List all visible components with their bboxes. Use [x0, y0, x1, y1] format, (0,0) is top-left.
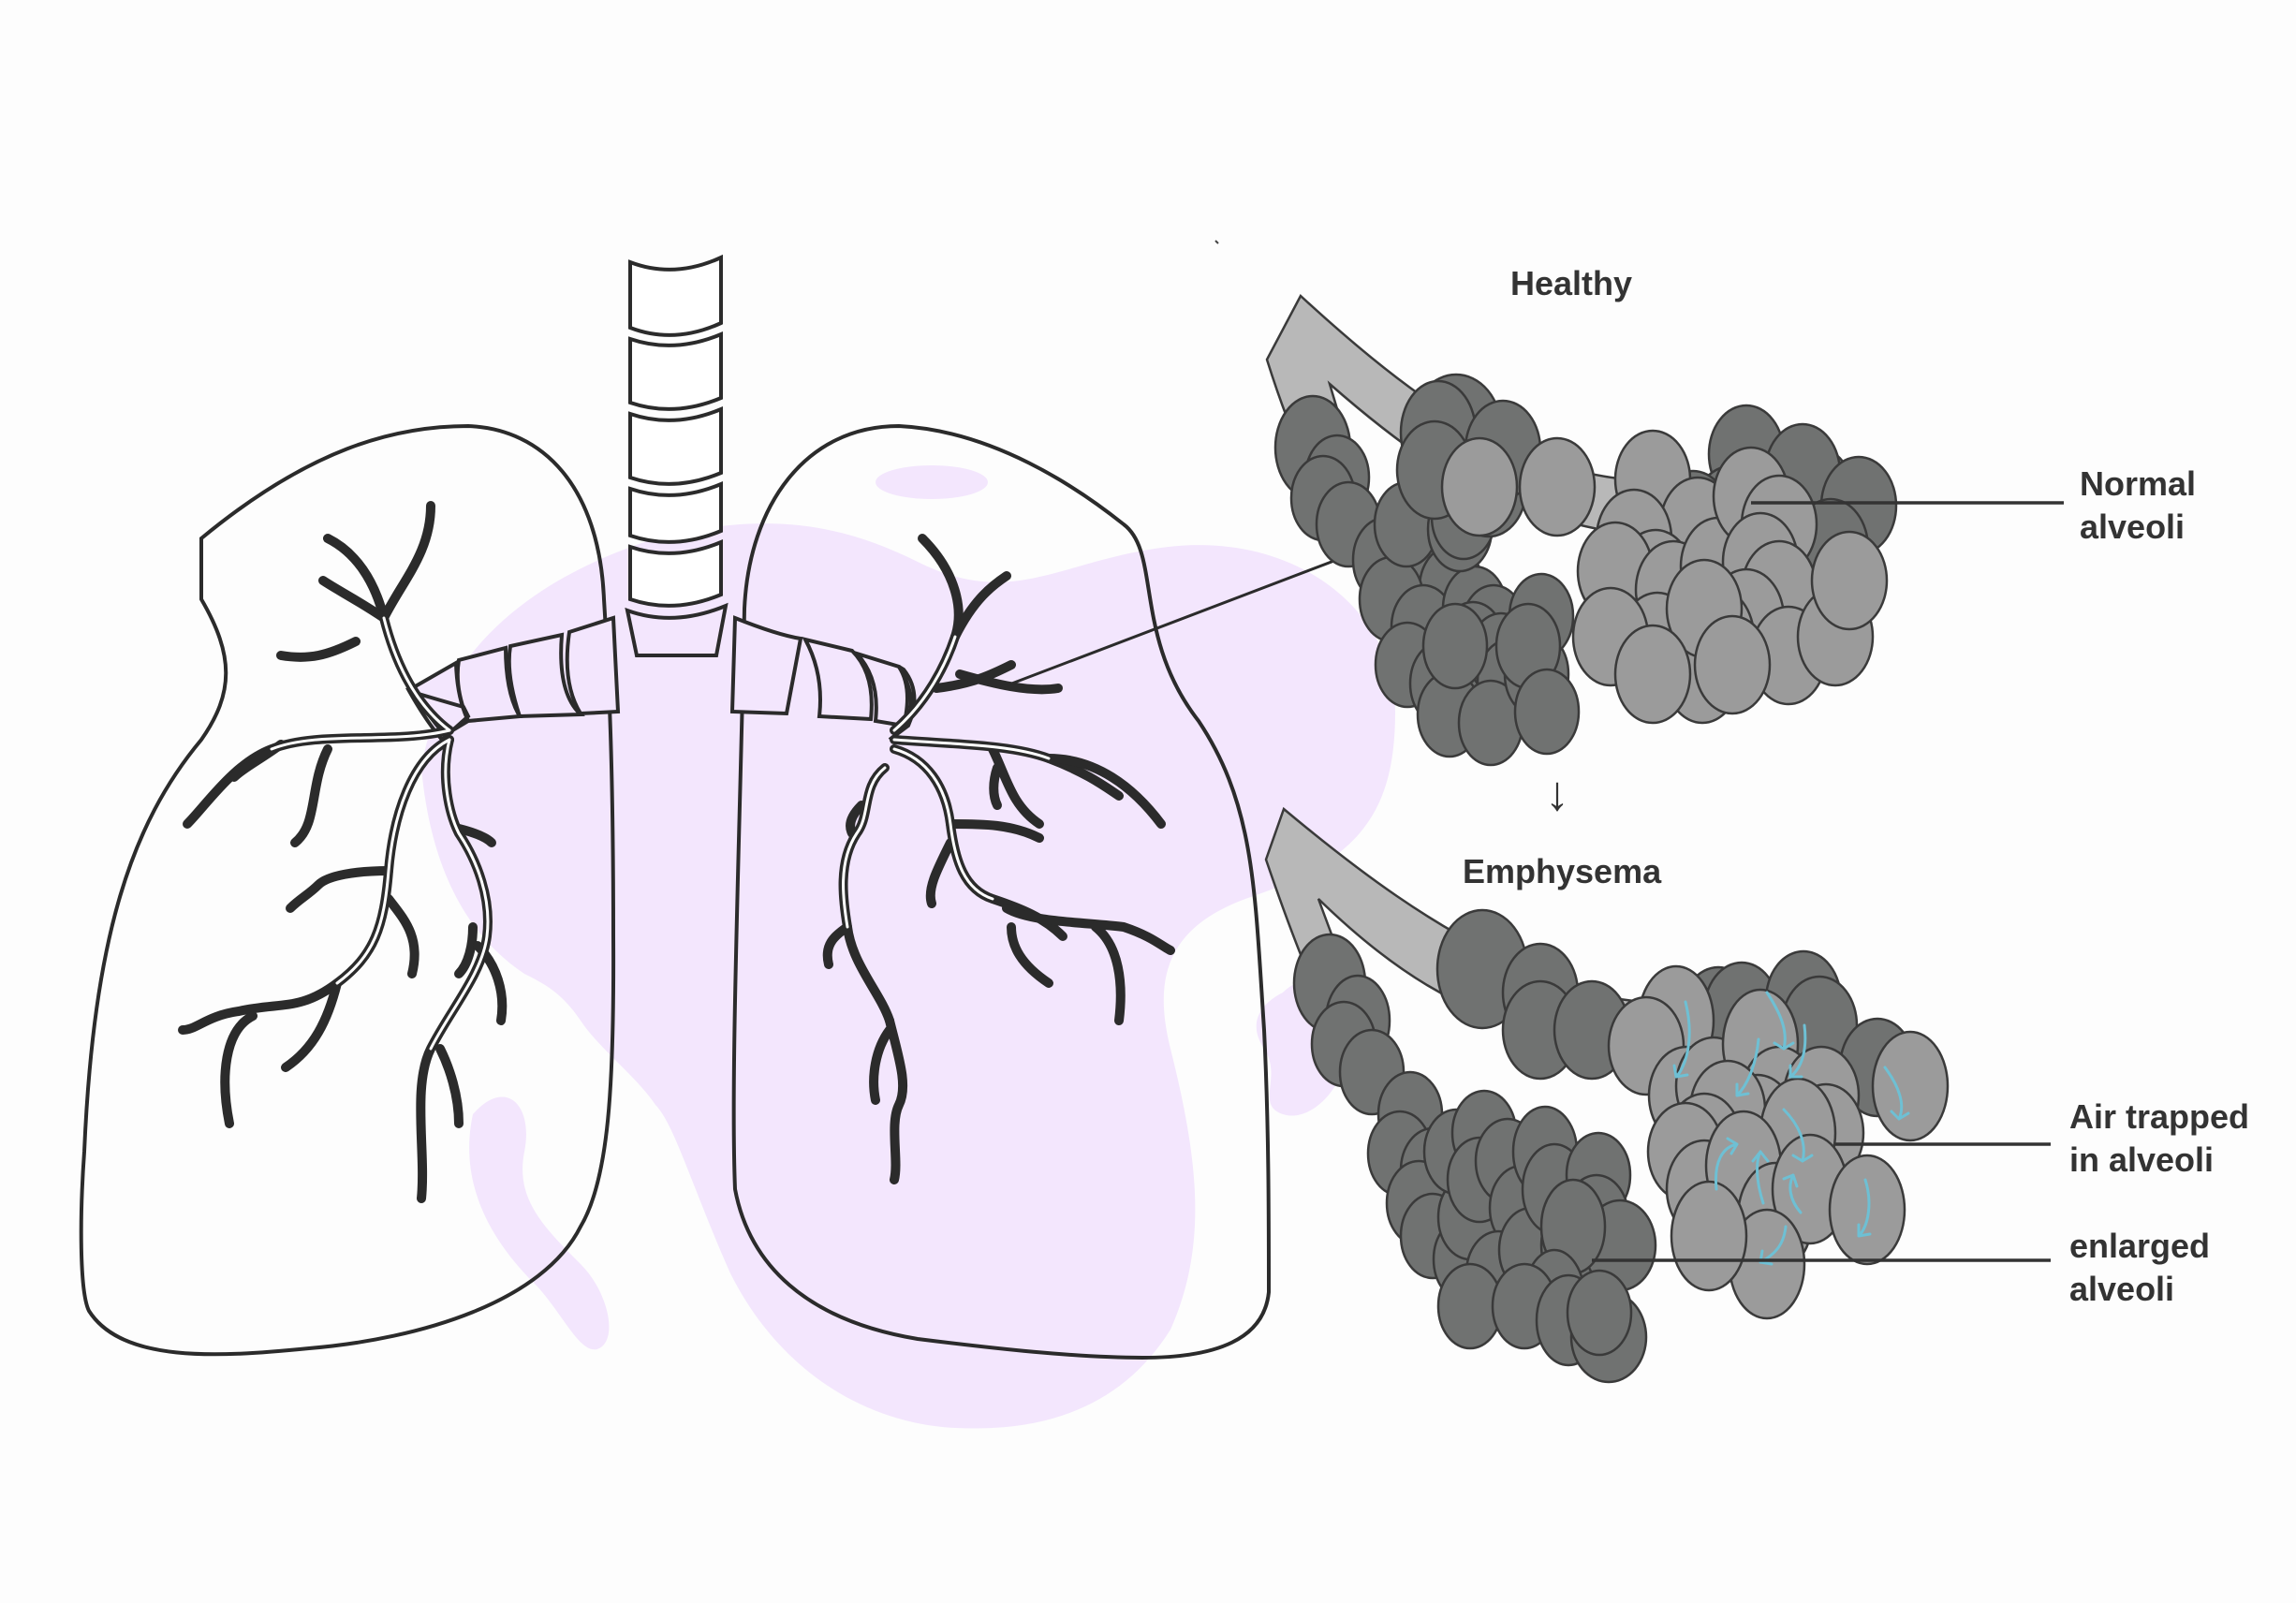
right-bronchus — [729, 615, 917, 742]
trapped-air-arrows — [1672, 991, 1910, 1266]
enlarged-alveoli-line2: alveoli — [2069, 1270, 2175, 1308]
air-trapped-line2: in alveoli — [2069, 1140, 2215, 1179]
emphysema-heading: Emphysema — [1463, 852, 1662, 890]
enlarged-alveoli-line1: enlarged — [2069, 1227, 2211, 1265]
normal-alveoli-line1: Normal — [2080, 464, 2197, 503]
left-bronchioles — [178, 501, 508, 1203]
left-bronchus — [405, 615, 621, 743]
down-arrow-icon: ↓ — [1545, 767, 1569, 821]
stray-mark — [1214, 240, 1219, 244]
normal-alveoli-label: Normal alveoli — [2080, 463, 2196, 549]
healthy-heading: Healthy — [1510, 264, 1633, 302]
left-lung-outline — [79, 423, 616, 1357]
healthy-alveoli-group — [1265, 293, 1898, 767]
emphysema-alveoli-group — [1264, 806, 1950, 1384]
air-trapped-line1: Air trapped — [2069, 1097, 2250, 1136]
lung-to-alveoli-leader — [1001, 552, 1352, 689]
right-lung-outline — [731, 423, 1272, 1360]
trachea — [625, 254, 729, 657]
air-trapped-label: Air trapped in alveoli — [2069, 1096, 2249, 1182]
normal-alveoli-line2: alveoli — [2080, 507, 2186, 546]
right-bronchioles — [822, 534, 1175, 1184]
label-leaders — [1592, 501, 2064, 1262]
enlarged-alveoli-label: enlarged alveoli — [2069, 1225, 2210, 1311]
background-blob — [421, 465, 1395, 1429]
